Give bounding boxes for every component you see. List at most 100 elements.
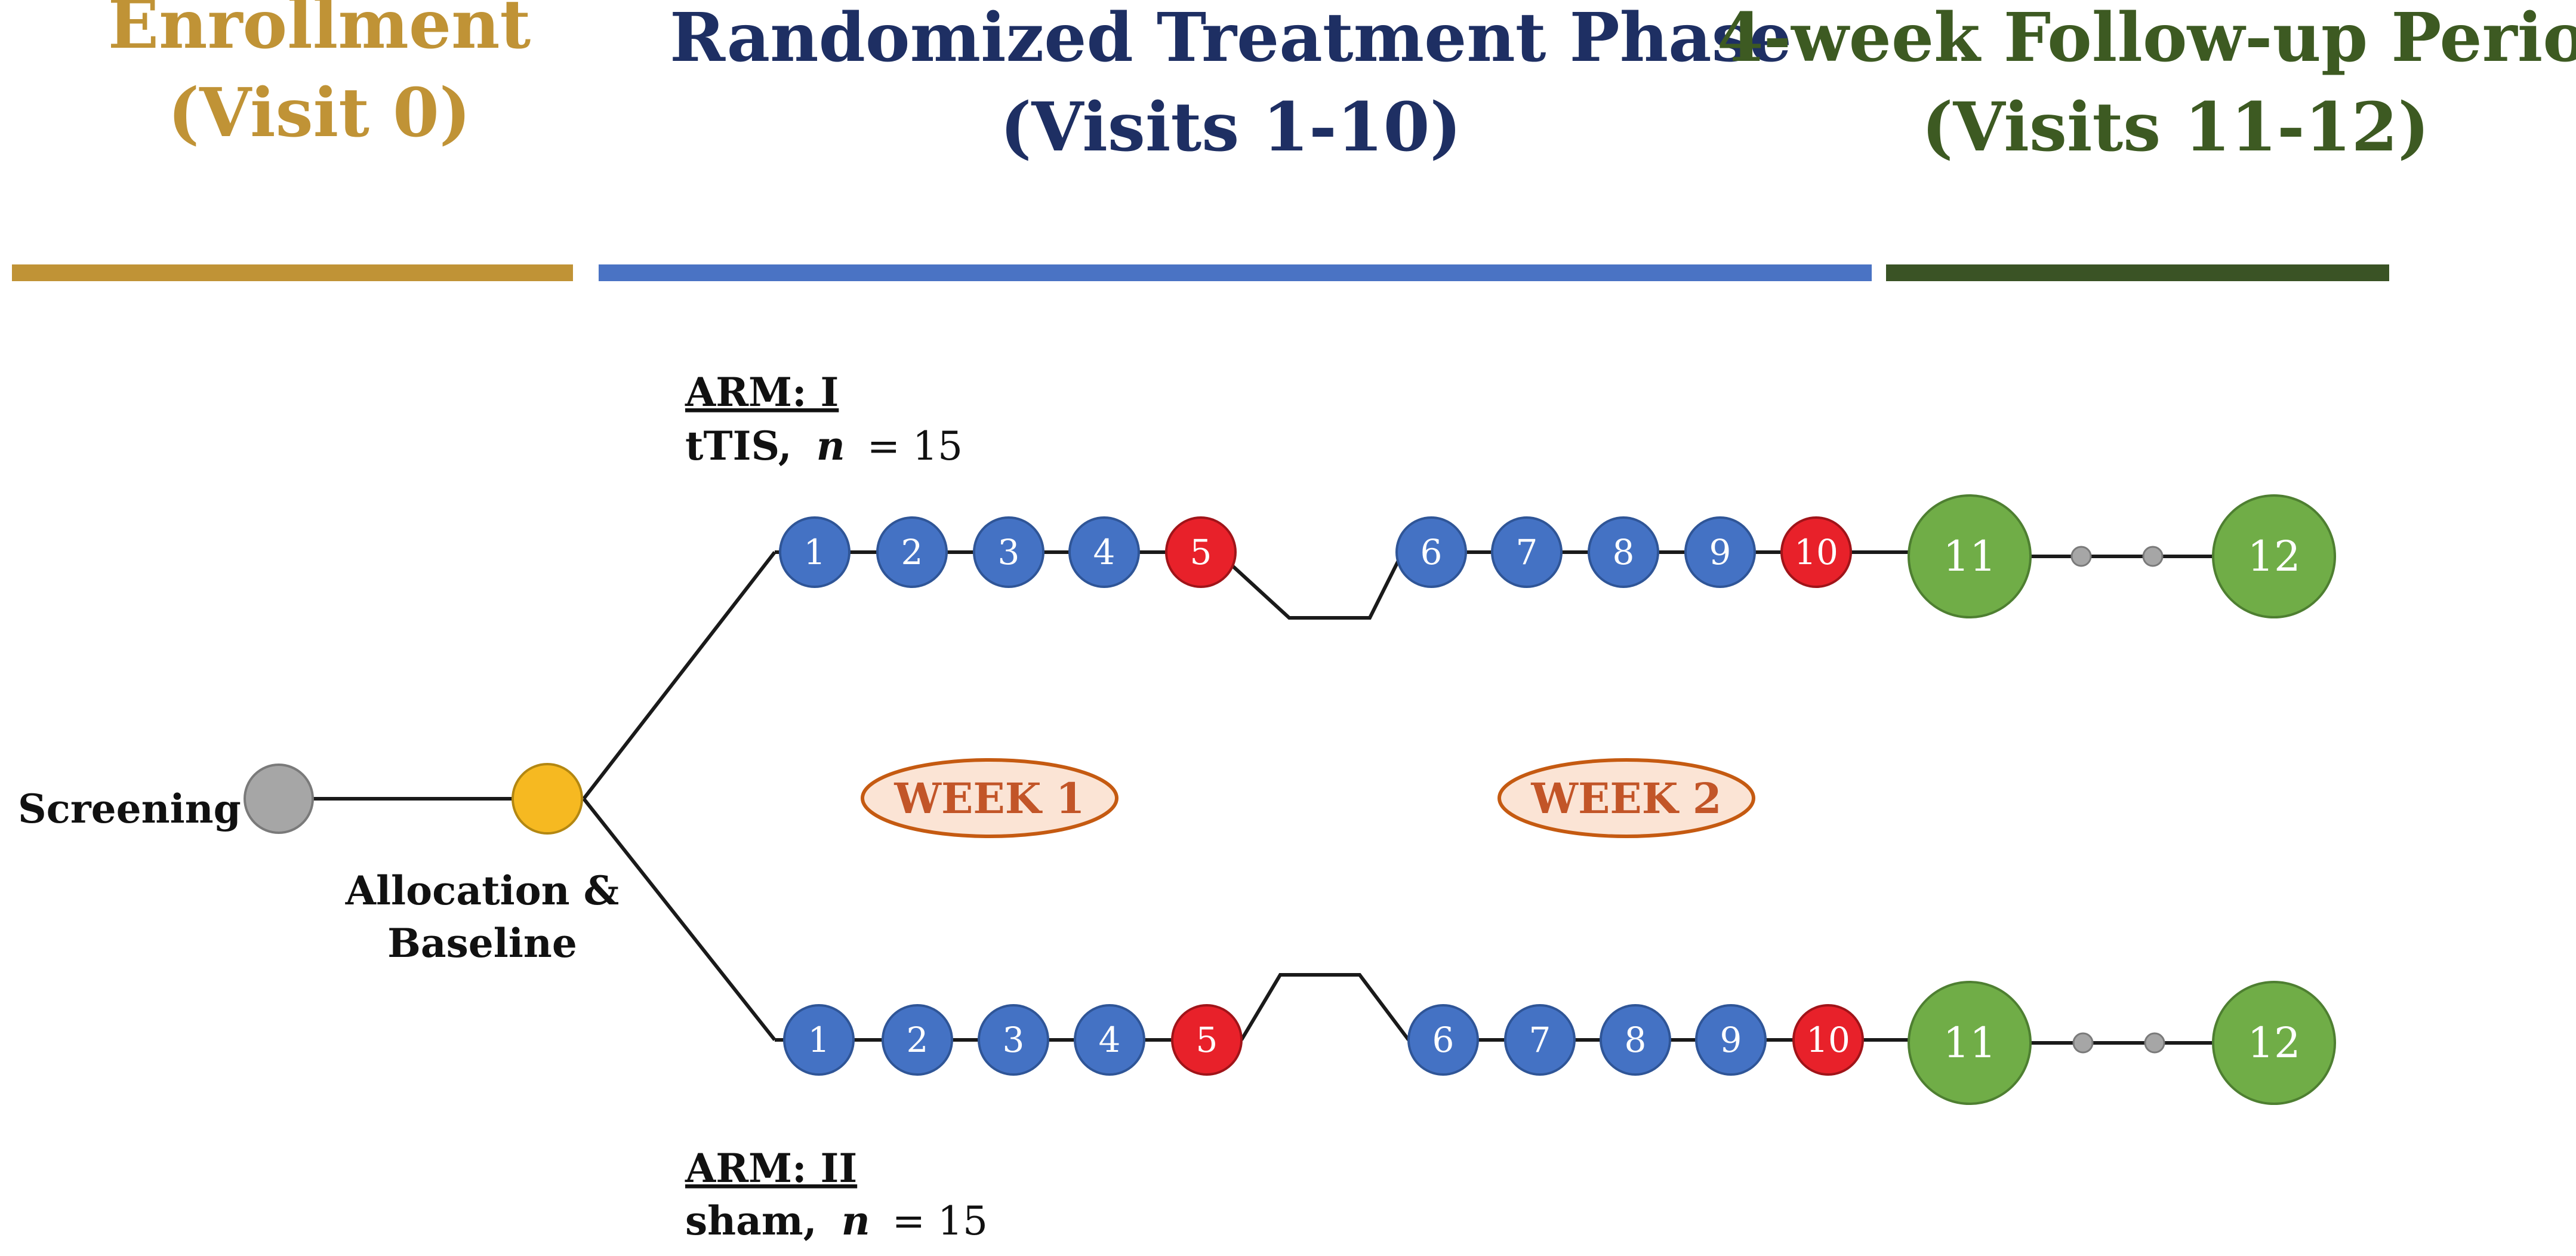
week-2-label: WEEK 2 bbox=[1530, 774, 1721, 823]
visit-circle bbox=[1491, 516, 1563, 588]
visit-node-2: 2 bbox=[876, 516, 948, 588]
visit-node-4: 4 bbox=[1068, 516, 1140, 588]
visit-node-9: 9 bbox=[1684, 516, 1756, 588]
arm-1-n-symbol: n bbox=[816, 423, 845, 469]
visit-node-11: 11 bbox=[1908, 494, 2032, 618]
allocation-node bbox=[511, 763, 583, 835]
visit-circle bbox=[1588, 516, 1659, 588]
visit-label: 11 bbox=[1943, 1018, 1996, 1067]
visit-node-8: 8 bbox=[1600, 1004, 1671, 1076]
visit-label: 5 bbox=[1190, 532, 1212, 572]
visit-circle bbox=[1165, 516, 1237, 588]
visit-node-6: 6 bbox=[1407, 1004, 1479, 1076]
visit-label: 8 bbox=[1625, 1020, 1647, 1060]
week-1-marker: WEEK 1 bbox=[861, 758, 1118, 838]
allocation-label-line-1: Allocation & bbox=[345, 867, 619, 914]
visit-circle bbox=[1792, 1004, 1864, 1076]
enrollment-subtitle: (Visit 0) bbox=[168, 74, 471, 152]
visit-circle bbox=[973, 516, 1044, 588]
arm-1-n-value: = 15 bbox=[867, 423, 963, 469]
visit-circle bbox=[1908, 494, 2032, 618]
allocation-label-line-2: Baseline bbox=[387, 920, 577, 966]
arm-2-subtitle: sham, n = 15 bbox=[685, 1197, 988, 1244]
visit-circle bbox=[882, 1004, 953, 1076]
allocation-to-arm-1-line bbox=[582, 551, 777, 800]
visit-node-4: 4 bbox=[1074, 1004, 1145, 1076]
visit-label: 6 bbox=[1421, 532, 1443, 572]
visit-circle bbox=[978, 1004, 1049, 1076]
arm-1-title: ARM: I bbox=[685, 369, 839, 415]
visit-circle bbox=[783, 1004, 855, 1076]
visit-node-1: 1 bbox=[783, 1004, 855, 1076]
visit-node-5: 5 bbox=[1171, 1004, 1243, 1076]
treatment-subtitle: (Visits 1-10) bbox=[1000, 88, 1461, 167]
screening-node bbox=[244, 764, 314, 834]
visit-node-11: 11 bbox=[1908, 981, 2032, 1105]
visit-label: 7 bbox=[1516, 532, 1538, 572]
visit-node-5: 5 bbox=[1165, 516, 1237, 588]
arm-2-name: sham, bbox=[685, 1197, 817, 1244]
visit-circle bbox=[1600, 1004, 1671, 1076]
visit-label: 8 bbox=[1613, 532, 1635, 572]
arm-2-weekend-gap bbox=[1240, 973, 1410, 1041]
visit-label: 2 bbox=[901, 532, 923, 572]
visit-label: 12 bbox=[2247, 1018, 2300, 1067]
visit-label: 10 bbox=[1794, 532, 1838, 572]
visit-node-1: 1 bbox=[779, 516, 851, 588]
visit-circle bbox=[1407, 1004, 1479, 1076]
visit-label: 3 bbox=[1003, 1020, 1025, 1060]
screening-label: Screening bbox=[18, 786, 241, 832]
treatment-phase-bar bbox=[599, 264, 1872, 281]
followup-interim-dot bbox=[2070, 546, 2092, 567]
visit-circle bbox=[1504, 1004, 1576, 1076]
followup-interim-dot bbox=[2072, 1032, 2094, 1054]
visit-circle bbox=[1684, 516, 1756, 588]
visit-node-10: 10 bbox=[1780, 516, 1852, 588]
visit-label: 11 bbox=[1943, 532, 1996, 581]
followup-phase-bar bbox=[1886, 264, 2389, 281]
visit-circle bbox=[2212, 981, 2336, 1105]
treatment-title: Randomized Treatment Phase bbox=[670, 0, 1792, 77]
visit-circle bbox=[1908, 981, 2032, 1105]
visit-node-3: 3 bbox=[973, 516, 1044, 588]
followup-interim-dot bbox=[2144, 1032, 2165, 1054]
allocation-to-arm-2-line bbox=[582, 798, 777, 1041]
visit-label: 12 bbox=[2247, 532, 2300, 581]
visit-label: 9 bbox=[1720, 1020, 1742, 1060]
arm-2-title: ARM: II bbox=[685, 1145, 857, 1192]
week-1-label: WEEK 1 bbox=[893, 774, 1084, 823]
arm-1-subtitle: tTIS, n = 15 bbox=[685, 423, 963, 469]
visit-circle bbox=[876, 516, 948, 588]
visit-label: 1 bbox=[804, 532, 826, 572]
week-1-ellipse bbox=[861, 758, 1118, 838]
visit-label: 1 bbox=[808, 1020, 830, 1060]
visit-node-7: 7 bbox=[1504, 1004, 1576, 1076]
visit-label: 9 bbox=[1709, 532, 1731, 572]
visit-label: 6 bbox=[1432, 1020, 1455, 1060]
visit-circle bbox=[2212, 494, 2336, 618]
visit-node-7: 7 bbox=[1491, 516, 1563, 588]
visit-circle bbox=[779, 516, 851, 588]
arm-1-name: tTIS, bbox=[685, 423, 792, 469]
visit-node-10: 10 bbox=[1792, 1004, 1864, 1076]
visit-label: 7 bbox=[1529, 1020, 1551, 1060]
week-2-marker: WEEK 2 bbox=[1497, 758, 1755, 838]
visit-circle bbox=[1780, 516, 1852, 588]
visit-circle bbox=[1074, 1004, 1145, 1076]
visit-node-2: 2 bbox=[882, 1004, 953, 1076]
visit-node-12: 12 bbox=[2212, 981, 2336, 1105]
visit-label: 10 bbox=[1806, 1020, 1850, 1060]
followup-interim-dot bbox=[2142, 546, 2164, 567]
arm-2-n-symbol: n bbox=[842, 1197, 870, 1244]
visit-label: 2 bbox=[907, 1020, 929, 1060]
visit-circle bbox=[1395, 516, 1467, 588]
visit-circle bbox=[1695, 1004, 1767, 1076]
visit-circle bbox=[1068, 516, 1140, 588]
visit-node-8: 8 bbox=[1588, 516, 1659, 588]
visit-node-3: 3 bbox=[978, 1004, 1049, 1076]
enrollment-title: Enrollment bbox=[108, 0, 531, 64]
visit-node-6: 6 bbox=[1395, 516, 1467, 588]
